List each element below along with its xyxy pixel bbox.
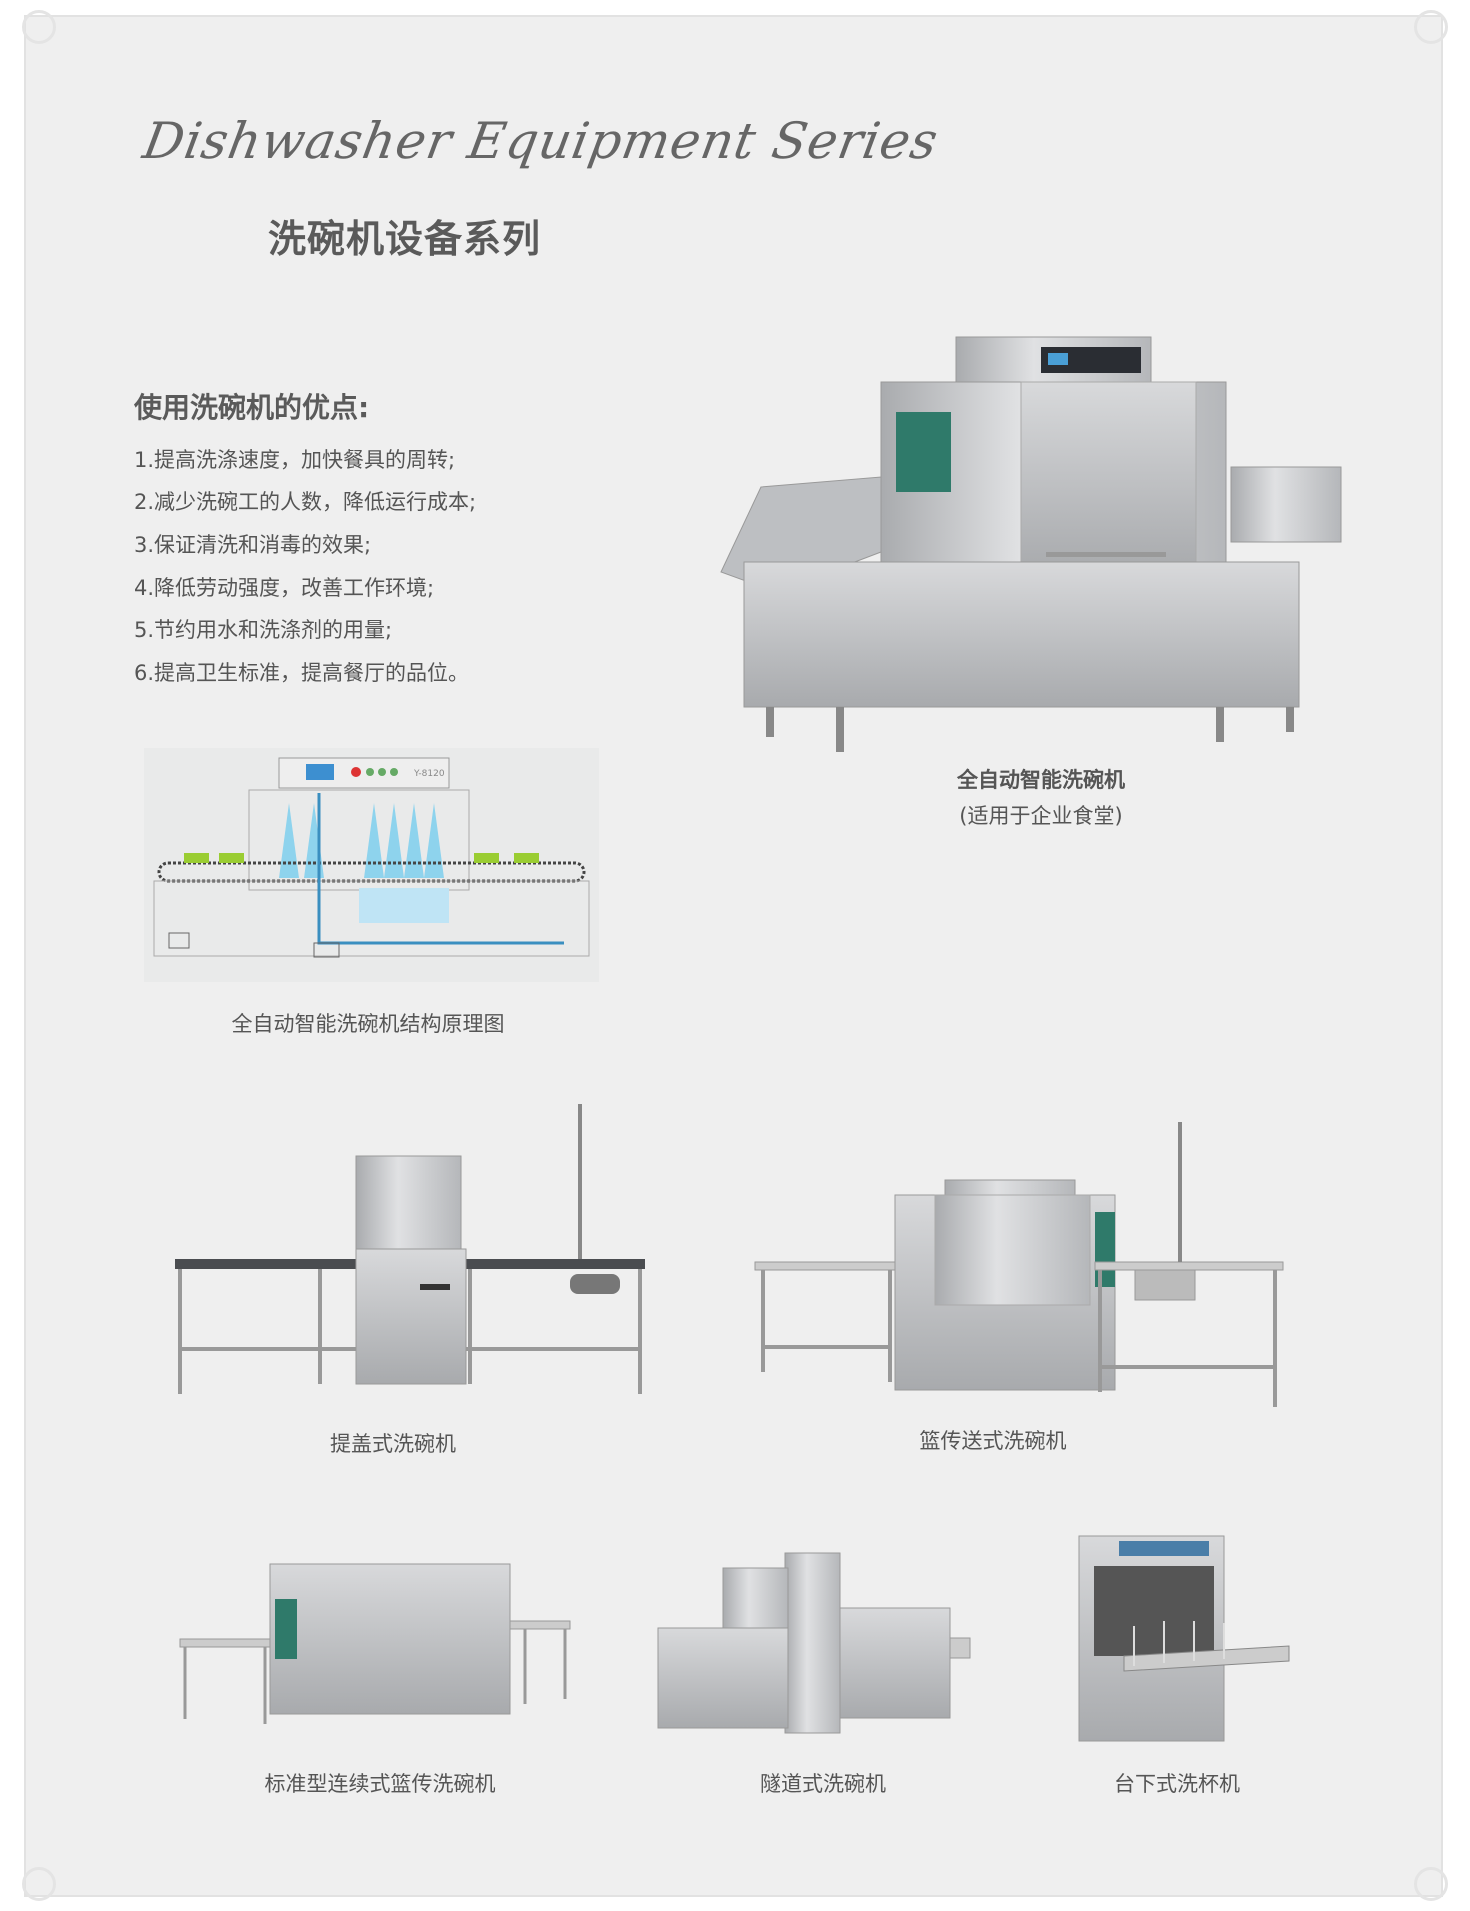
product-caption: 标准型连续式篮传洗碗机	[264, 1772, 496, 1796]
product-caption: 台下式洗杯机	[1114, 1772, 1240, 1796]
product-caption: 篮传送式洗碗机	[919, 1429, 1067, 1453]
product-image-lid-type	[175, 1104, 645, 1394]
diagram-caption: 全自动智能洗碗机结构原理图	[231, 1012, 505, 1036]
product-image-tunnel	[657, 1552, 971, 1734]
advantage-item: 4.降低劳动强度，改善工作环境;	[134, 576, 435, 600]
advantages-heading: 使用洗碗机的优点:	[134, 391, 370, 424]
product-caption: 隧道式洗碗机	[760, 1772, 886, 1796]
advantage-item: 3.保证清洗和消毒的效果;	[134, 533, 372, 557]
advantage-item: 5.节约用水和洗涤剂的用量;	[134, 618, 393, 642]
product-caption: 提盖式洗碗机	[330, 1432, 456, 1456]
featured-caption: 全自动智能洗碗机	[957, 768, 1125, 792]
structure-diagram: Y-8120	[144, 748, 599, 982]
corner-ornament-icon	[22, 1867, 56, 1901]
panel-label: Y-8120	[413, 769, 445, 779]
product-image-standard-continuous	[179, 1563, 571, 1724]
corner-ornament-icon	[1414, 1867, 1448, 1901]
featured-note: (适用于企业食堂)	[959, 804, 1123, 828]
product-image-basket-conveyor	[754, 1122, 1284, 1407]
corner-ornament-icon	[22, 10, 56, 44]
page-title: 洗碗机设备系列	[268, 217, 542, 261]
featured-machine-image	[720, 336, 1342, 752]
corner-ornament-icon	[1414, 10, 1448, 44]
advantage-item: 6.提高卫生标准，提高餐厅的品位。	[134, 661, 470, 685]
advantage-item: 2.减少洗碗工的人数，降低运行成本;	[134, 490, 477, 514]
advantage-item: 1.提高洗涤速度，加快餐具的周转;	[134, 448, 456, 472]
product-image-undercounter	[1078, 1535, 1290, 1742]
script-title: Dishwasher Equipment Series	[138, 112, 943, 170]
